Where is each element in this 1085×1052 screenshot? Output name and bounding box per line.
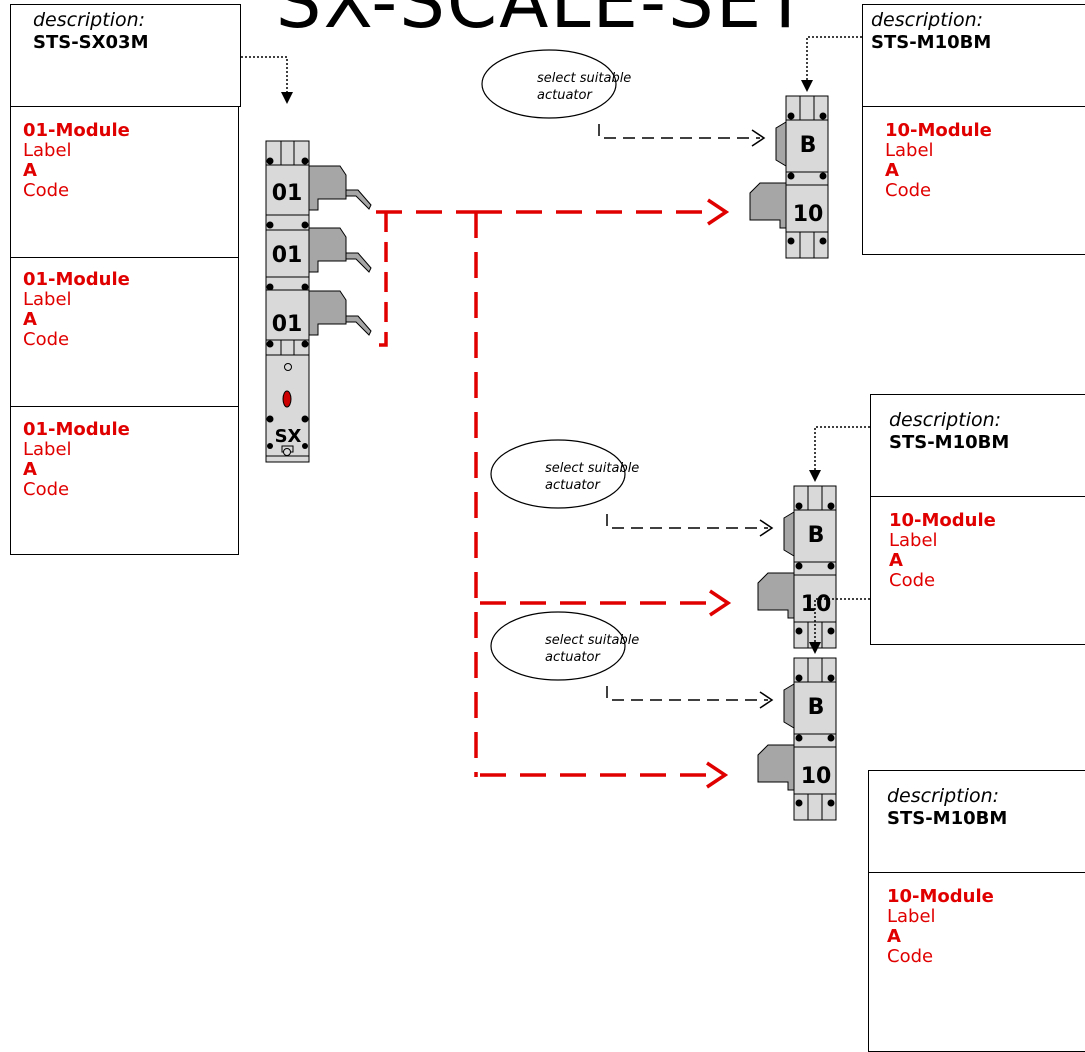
description-pointer bbox=[806, 36, 862, 84]
actuator-b bbox=[775, 121, 787, 167]
actuator-pointer bbox=[606, 686, 768, 701]
sub3-description-box: description: STS-M10BM bbox=[868, 770, 1085, 873]
module-letter: A bbox=[23, 459, 37, 480]
module-title: 10-Module bbox=[887, 886, 994, 907]
module-title: 01-Module bbox=[23, 419, 130, 440]
description-label: description: bbox=[887, 785, 1000, 807]
sub-device: B 10 bbox=[757, 657, 837, 821]
device-label: B bbox=[800, 133, 817, 158]
sx-device: 01 01 01 SX bbox=[265, 140, 372, 463]
note-bubble: select suitable actuator bbox=[490, 611, 639, 681]
note-text: select suitable bbox=[545, 461, 639, 476]
sub-device: B 10 bbox=[749, 95, 829, 259]
module-code: Code bbox=[23, 180, 70, 201]
device-label: 01 bbox=[272, 312, 303, 337]
module-info: 01-Module Label A Code bbox=[23, 121, 130, 201]
main-module-box-1: 01-Module Label A Code bbox=[10, 106, 239, 258]
module-label: Label bbox=[889, 530, 938, 551]
module-01-block bbox=[265, 140, 372, 216]
module-letter: A bbox=[885, 160, 899, 181]
description-label: description: bbox=[871, 9, 984, 31]
module-title: 01-Module bbox=[23, 120, 130, 141]
note-bubble: select suitable actuator bbox=[481, 49, 631, 119]
module-title: 10-Module bbox=[889, 510, 996, 531]
module-label: Label bbox=[23, 140, 72, 161]
module-label: Label bbox=[23, 289, 72, 310]
sub1-module-box: 10-Module Label A Code bbox=[862, 106, 1085, 255]
device-label: B bbox=[808, 523, 825, 548]
sub2-description-box: description: STS-M10BM bbox=[870, 394, 1085, 497]
module-info: 01-Module Label A Code bbox=[23, 270, 130, 350]
module-info: 10-Module Label A Code bbox=[885, 121, 992, 201]
module-letter: A bbox=[23, 309, 37, 330]
module-title: 10-Module bbox=[885, 120, 992, 141]
note-text: select suitable bbox=[545, 633, 639, 648]
module-code: Code bbox=[889, 570, 936, 591]
plug bbox=[757, 744, 795, 791]
connection-lines bbox=[374, 210, 718, 777]
main-description-pointer bbox=[241, 56, 288, 96]
device-label: 10 bbox=[801, 592, 832, 617]
actuator-b bbox=[783, 511, 795, 557]
module-code: Code bbox=[23, 329, 70, 350]
module-01-block bbox=[265, 276, 372, 356]
module-title: 01-Module bbox=[23, 269, 130, 290]
device-label: 10 bbox=[793, 202, 824, 227]
description-code: STS-M10BM bbox=[889, 432, 1010, 453]
page-title: SX-SCALE-SET bbox=[275, 0, 810, 44]
main-module-box-3: 01-Module Label A Code bbox=[10, 406, 239, 555]
device-label: 10 bbox=[801, 764, 832, 789]
sub2-module-box: 10-Module Label A Code bbox=[870, 496, 1085, 645]
device-label: 01 bbox=[272, 181, 303, 206]
note-text: actuator bbox=[545, 478, 601, 493]
plug bbox=[749, 182, 787, 229]
device-label: 01 bbox=[272, 243, 303, 268]
sub-device: B 10 bbox=[757, 485, 837, 649]
description-code: STS-M10BM bbox=[887, 808, 1008, 829]
module-info: 01-Module Label A Code bbox=[23, 420, 130, 500]
module-code: Code bbox=[885, 180, 932, 201]
description-label: description: bbox=[33, 9, 146, 31]
actuator-pointer bbox=[606, 514, 768, 529]
module-info: 10-Module Label A Code bbox=[887, 887, 994, 967]
module-info: 10-Module Label A Code bbox=[889, 511, 996, 591]
device-label: SX bbox=[275, 426, 302, 447]
note-text: select suitable bbox=[537, 71, 631, 86]
module-letter: A bbox=[887, 926, 901, 947]
module-01-block bbox=[265, 214, 372, 278]
description-label: description: bbox=[889, 409, 1002, 431]
device-label: B bbox=[808, 695, 825, 720]
actuator-pointer bbox=[598, 124, 760, 139]
sub3-module-box: 10-Module Label A Code bbox=[868, 872, 1085, 1052]
module-label: Label bbox=[23, 439, 72, 460]
module-code: Code bbox=[23, 479, 70, 500]
actuator-b bbox=[783, 683, 795, 729]
description-code: STS-M10BM bbox=[871, 32, 992, 53]
note-text: actuator bbox=[545, 650, 601, 665]
module-letter: A bbox=[23, 160, 37, 181]
note-text: actuator bbox=[537, 88, 593, 103]
description-code: STS-SX03M bbox=[33, 32, 149, 53]
status-led bbox=[282, 390, 292, 408]
note-bubble: select suitable actuator bbox=[490, 439, 639, 509]
plug bbox=[757, 572, 795, 619]
connection-arrows bbox=[706, 198, 732, 789]
module-letter: A bbox=[889, 550, 903, 571]
main-description-box: description: STS-SX03M bbox=[10, 4, 241, 107]
module-code: Code bbox=[887, 946, 934, 967]
main-module-box-2: 01-Module Label A Code bbox=[10, 257, 239, 407]
description-pointer bbox=[814, 426, 870, 474]
module-label: Label bbox=[887, 906, 936, 927]
sx-base-block bbox=[265, 354, 310, 463]
module-label: Label bbox=[885, 140, 934, 161]
sub1-description-box: description: STS-M10BM bbox=[862, 4, 1085, 107]
